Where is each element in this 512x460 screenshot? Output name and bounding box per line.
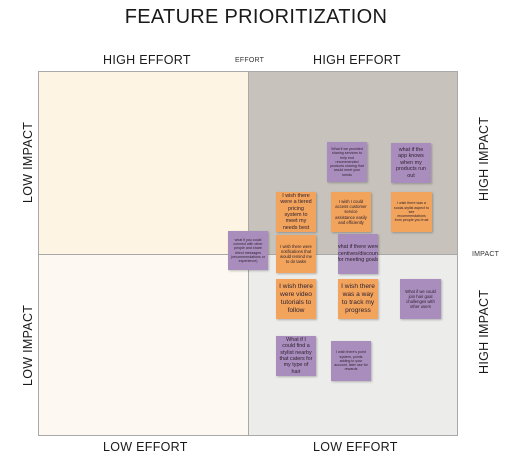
sticky-note[interactable]: I wish there's point system, points addi…: [331, 341, 371, 381]
sticky-note-text: What if I could find a stylist nearby th…: [279, 336, 313, 375]
axis-label-high-effort-left: HIGH EFFORT: [103, 53, 191, 67]
axis-label-impact: IMPACT: [472, 251, 500, 258]
sticky-note-text: I wish there was a social-stylist aspect…: [394, 201, 429, 223]
sticky-note-text: what if the app knows when my products r…: [396, 146, 426, 179]
sticky-note-text: I wish there was a way to track my progr…: [341, 283, 375, 314]
sticky-note[interactable]: What if we could join hair goal challeng…: [400, 279, 441, 319]
sticky-note-text: I wish there were a tiered pricing syste…: [280, 192, 312, 231]
sticky-note-text: what if there were incentives/discounts …: [338, 244, 378, 264]
sticky-note-text: I wish there's point system, points addi…: [334, 350, 368, 372]
axis-label-high-effort-right: HIGH EFFORT: [313, 53, 401, 67]
board-title: FEATURE PRIORITIZATION: [124, 6, 388, 28]
sticky-note[interactable]: What if I could find a stylist nearby th…: [276, 336, 316, 376]
sticky-note[interactable]: what if the app knows when my products r…: [391, 143, 431, 183]
sticky-note[interactable]: I wish there were video tutorials to fol…: [276, 279, 316, 319]
sticky-note[interactable]: I wish there were a tiered pricing syste…: [276, 192, 316, 232]
axis-label-low-impact-top: LOW IMPACT: [21, 121, 35, 203]
axis-label-high-impact-top: HIGH IMPACT: [477, 116, 491, 201]
sticky-note[interactable]: I wish there was a social-stylist aspect…: [391, 192, 432, 232]
sticky-note[interactable]: what if there were incentives/discounts …: [338, 234, 378, 274]
quadrant-high-effort-low-impact: [38, 71, 248, 254]
sticky-note[interactable]: what if you could connect with other peo…: [228, 231, 268, 270]
sticky-note[interactable]: I wish I could access customer service a…: [331, 192, 371, 232]
sticky-note[interactable]: I wish there were notifications that wou…: [276, 235, 316, 273]
sticky-note-text: what if you could connect with other peo…: [231, 237, 265, 264]
sticky-note-text: I wish I could access customer service a…: [335, 199, 367, 225]
sticky-note-text: What if we provided sharing services to …: [330, 146, 364, 177]
axis-label-effort: EFFORT: [235, 57, 265, 64]
axis-label-low-effort-left: LOW EFFORT: [103, 440, 188, 454]
sticky-note-text: I wish there were video tutorials to fol…: [279, 283, 313, 314]
sticky-note[interactable]: What if we provided sharing services to …: [327, 142, 367, 182]
sticky-note[interactable]: I wish there was a way to track my progr…: [338, 279, 378, 319]
quadrant-low-effort-low-impact: [38, 254, 248, 436]
axis-label-high-impact-bottom: HIGH IMPACT: [477, 289, 491, 374]
axis-label-low-impact-bottom: LOW IMPACT: [21, 304, 35, 386]
sticky-note-text: I wish there were notifications that wou…: [280, 243, 312, 265]
axis-label-low-effort-right: LOW EFFORT: [313, 440, 398, 454]
sticky-note-text: What if we could join hair goal challeng…: [405, 288, 436, 310]
